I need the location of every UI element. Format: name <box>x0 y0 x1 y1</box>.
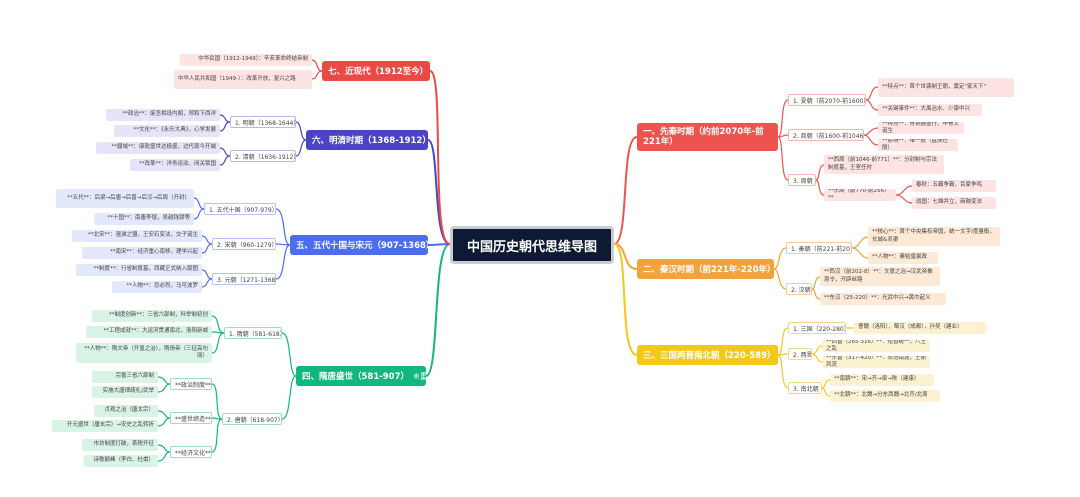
node-tang-golden-age[interactable]: **盛世缔造** <box>170 412 212 424</box>
leaf-tang-golden-2[interactable]: 开元盛世（唐玄宗）→安史之乱转折 <box>52 420 158 432</box>
leaf-sui-person[interactable]: **人物**：隋文帝（开皇之治），隋炀帝（三征高句丽） <box>76 343 212 363</box>
leaf-qin-core[interactable]: **核心**：首个中央集权帝国，统一文字/度量衡，长城&灵渠 <box>868 227 1000 246</box>
link-central-b3 <box>613 243 638 356</box>
branch-sui-tang[interactable]: 四、隋唐盛世（581-907） ※重点 <box>296 366 426 386</box>
node-yuan[interactable]: 3. 元朝（1271-1368） <box>212 273 276 285</box>
leaf-tang-economy-1[interactable]: 市坊制度打破，茶税开征 <box>82 439 158 451</box>
leaf-tang-politics-2[interactable]: 实施大唐律疏礼/武举 <box>92 386 158 398</box>
leaf-wudai-2[interactable]: **十国**：南唐李煜，吴越钱镠等 <box>94 213 194 225</box>
leaf-western-han[interactable]: **西汉（前202-8）**：文景之治→汉武帝推恩令，开辟丝路 <box>820 267 940 286</box>
branch-pre-qin[interactable]: 一、先秦时期（约前2070年-前221年） <box>637 123 778 151</box>
link-central-b7 <box>429 70 451 245</box>
leaf-song-south[interactable]: **南宋**：经济重心南移，理学兴起 <box>82 247 202 259</box>
leaf-tang-economy-2[interactable]: 诗歌巅峰（李白、杜甫） <box>84 455 158 467</box>
leaf-qing-reform[interactable]: **改革**：洋务运动、闭关锁国 <box>130 159 220 171</box>
leaf-xia-event[interactable]: **关键事件**：大禹治水、少康中兴 <box>878 104 982 116</box>
node-zhou[interactable]: 3. 周朝 <box>788 174 816 186</box>
leaf-wudai-1[interactable]: **五代**：后梁→后唐→后晋→后汉→后周（开封） <box>56 189 194 208</box>
leaf-tang-politics-1[interactable]: 完善三省六部制 <box>92 371 158 383</box>
leaf-sui-engineering[interactable]: **工程成就**：大运河贯通南北，洛阳新城 <box>86 326 212 338</box>
link-central-b1 <box>613 136 638 245</box>
node-shang[interactable]: 2. 商朝（前1600-前1046） <box>788 129 864 141</box>
node-tang-politics[interactable]: **政治制度** <box>170 378 212 390</box>
branch-qin-han[interactable]: 二、秦汉时期（前221年-220年） <box>637 259 774 279</box>
leaf-shang-feature[interactable]: **特点**：青铜器盛行、甲骨文诞生 <box>878 122 964 134</box>
leaf-sui-system[interactable]: **制度创新**：三省六部制，科举制初创 <box>92 310 212 322</box>
leaf-republic[interactable]: 中华民国（1912-1949）：辛亥革命终结帝制 <box>180 54 312 66</box>
link-central-b5 <box>427 243 451 246</box>
node-han[interactable]: 2. 汉朝 <box>786 283 812 295</box>
node-tang-economy[interactable]: **经济文化** <box>170 446 212 458</box>
leaf-qing-territory[interactable]: **疆域**：康乾盛世达极盛，边代现今开端 <box>96 142 220 154</box>
branch-three-kingdoms[interactable]: 三、三国两晋南北朝（220-589） <box>637 345 778 365</box>
node-qing[interactable]: 2. 清朝（1636-1912） <box>230 150 296 162</box>
leaf-zhanguo[interactable]: 战国：七雄并立，商鞅变法 <box>912 197 996 209</box>
leaf-southern[interactable]: **南朝**：宋→齐→梁→陈（建康） <box>830 374 934 386</box>
branch-sui-tang-title: 四、隋唐盛世（581-907） <box>302 372 410 382</box>
branch-five-dynasties[interactable]: 五、五代十国与宋元（907-1368） <box>290 235 428 255</box>
leaf-qin-person[interactable]: **人物**：秦始皇嬴政 <box>868 252 938 264</box>
node-xia[interactable]: 1. 夏朝（前2070-前1600） <box>788 94 866 106</box>
leaf-sanguo[interactable]: 曹魏（洛阳），蜀汉（成都），孙吴（建业） <box>854 322 986 334</box>
leaf-western-zhou[interactable]: **西周（前1046-前771）**：分封制与宗法制度基，王室任时 <box>824 155 944 174</box>
node-qin[interactable]: 1. 秦朝（前221-前207） <box>786 242 852 254</box>
central-topic[interactable]: 中国历史朝代思维导图 <box>450 226 614 264</box>
leaf-northern[interactable]: **北朝**：北魏→分东西魏→北齐/北周 <box>830 390 940 402</box>
node-ming[interactable]: 1. 明朝（1368-1644） <box>230 116 296 128</box>
key-point-badge: ※重点 <box>413 371 426 381</box>
leaf-eastern-han[interactable]: **东汉（25-220）**：光武中兴→黄巾起义 <box>820 293 946 305</box>
leaf-eastern-zhou[interactable]: **东周（前770-前256）** <box>824 189 896 201</box>
leaf-yuan-system[interactable]: **制度**：行省制度基，西藏正式纳入版图 <box>76 264 202 276</box>
leaf-tang-golden-1[interactable]: 贞观之治（唐太宗） <box>94 405 158 417</box>
node-wudai[interactable]: 1. 五代十国（907-979） <box>204 203 276 215</box>
leaf-song-north[interactable]: **北宋**：澶渊之盟，王安石变法，交子诞生 <box>72 230 202 242</box>
leaf-ming-politics[interactable]: **政治**：废丞相设内阁，郑和下西洋 <box>106 109 220 121</box>
node-sui[interactable]: 1. 隋朝（581-618） <box>224 327 282 339</box>
leaf-xia-feature[interactable]: **特点**：首个世袭制王朝，奠定"家天下" <box>878 78 1014 97</box>
branch-ming-qing[interactable]: 六、明清时期（1368-1912） <box>306 130 428 150</box>
leaf-ming-culture[interactable]: **文化**：《永乐大典》，心学发展 <box>114 125 220 137</box>
leaf-eastern-jin[interactable]: **东晋（317-420）**：衣冠南渡，王谢风流 <box>822 356 930 368</box>
node-tang[interactable]: 2. 唐朝（618-907） <box>222 413 282 425</box>
leaf-western-jin[interactable]: **西晋（265-316）**：短暂统一，八王之乱 <box>822 340 930 352</box>
node-sanguo[interactable]: 1. 三国（220-280） <box>788 322 846 334</box>
leaf-yuan-person[interactable]: **人物**：忽必烈，马可波罗 <box>112 281 202 293</box>
node-jin[interactable]: 2. 两晋 <box>788 348 812 360</box>
leaf-chunqiu[interactable]: 春秋：五霸争霸，百家争鸣 <box>912 180 996 192</box>
leaf-prc[interactable]: 中华人民共和国（1949-）：改革开放，复兴之路 <box>174 70 312 89</box>
node-nanbei[interactable]: 3. 南北朝 <box>788 382 822 394</box>
node-song[interactable]: 2. 宋朝（960-1279） <box>212 238 276 250</box>
branch-modern[interactable]: 七、近现代（1912至今） <box>322 61 430 81</box>
link-central-b4 <box>425 243 451 377</box>
leaf-shang-impact[interactable]: **影响**：唯一殷（盘庚迁殷） <box>878 139 958 151</box>
